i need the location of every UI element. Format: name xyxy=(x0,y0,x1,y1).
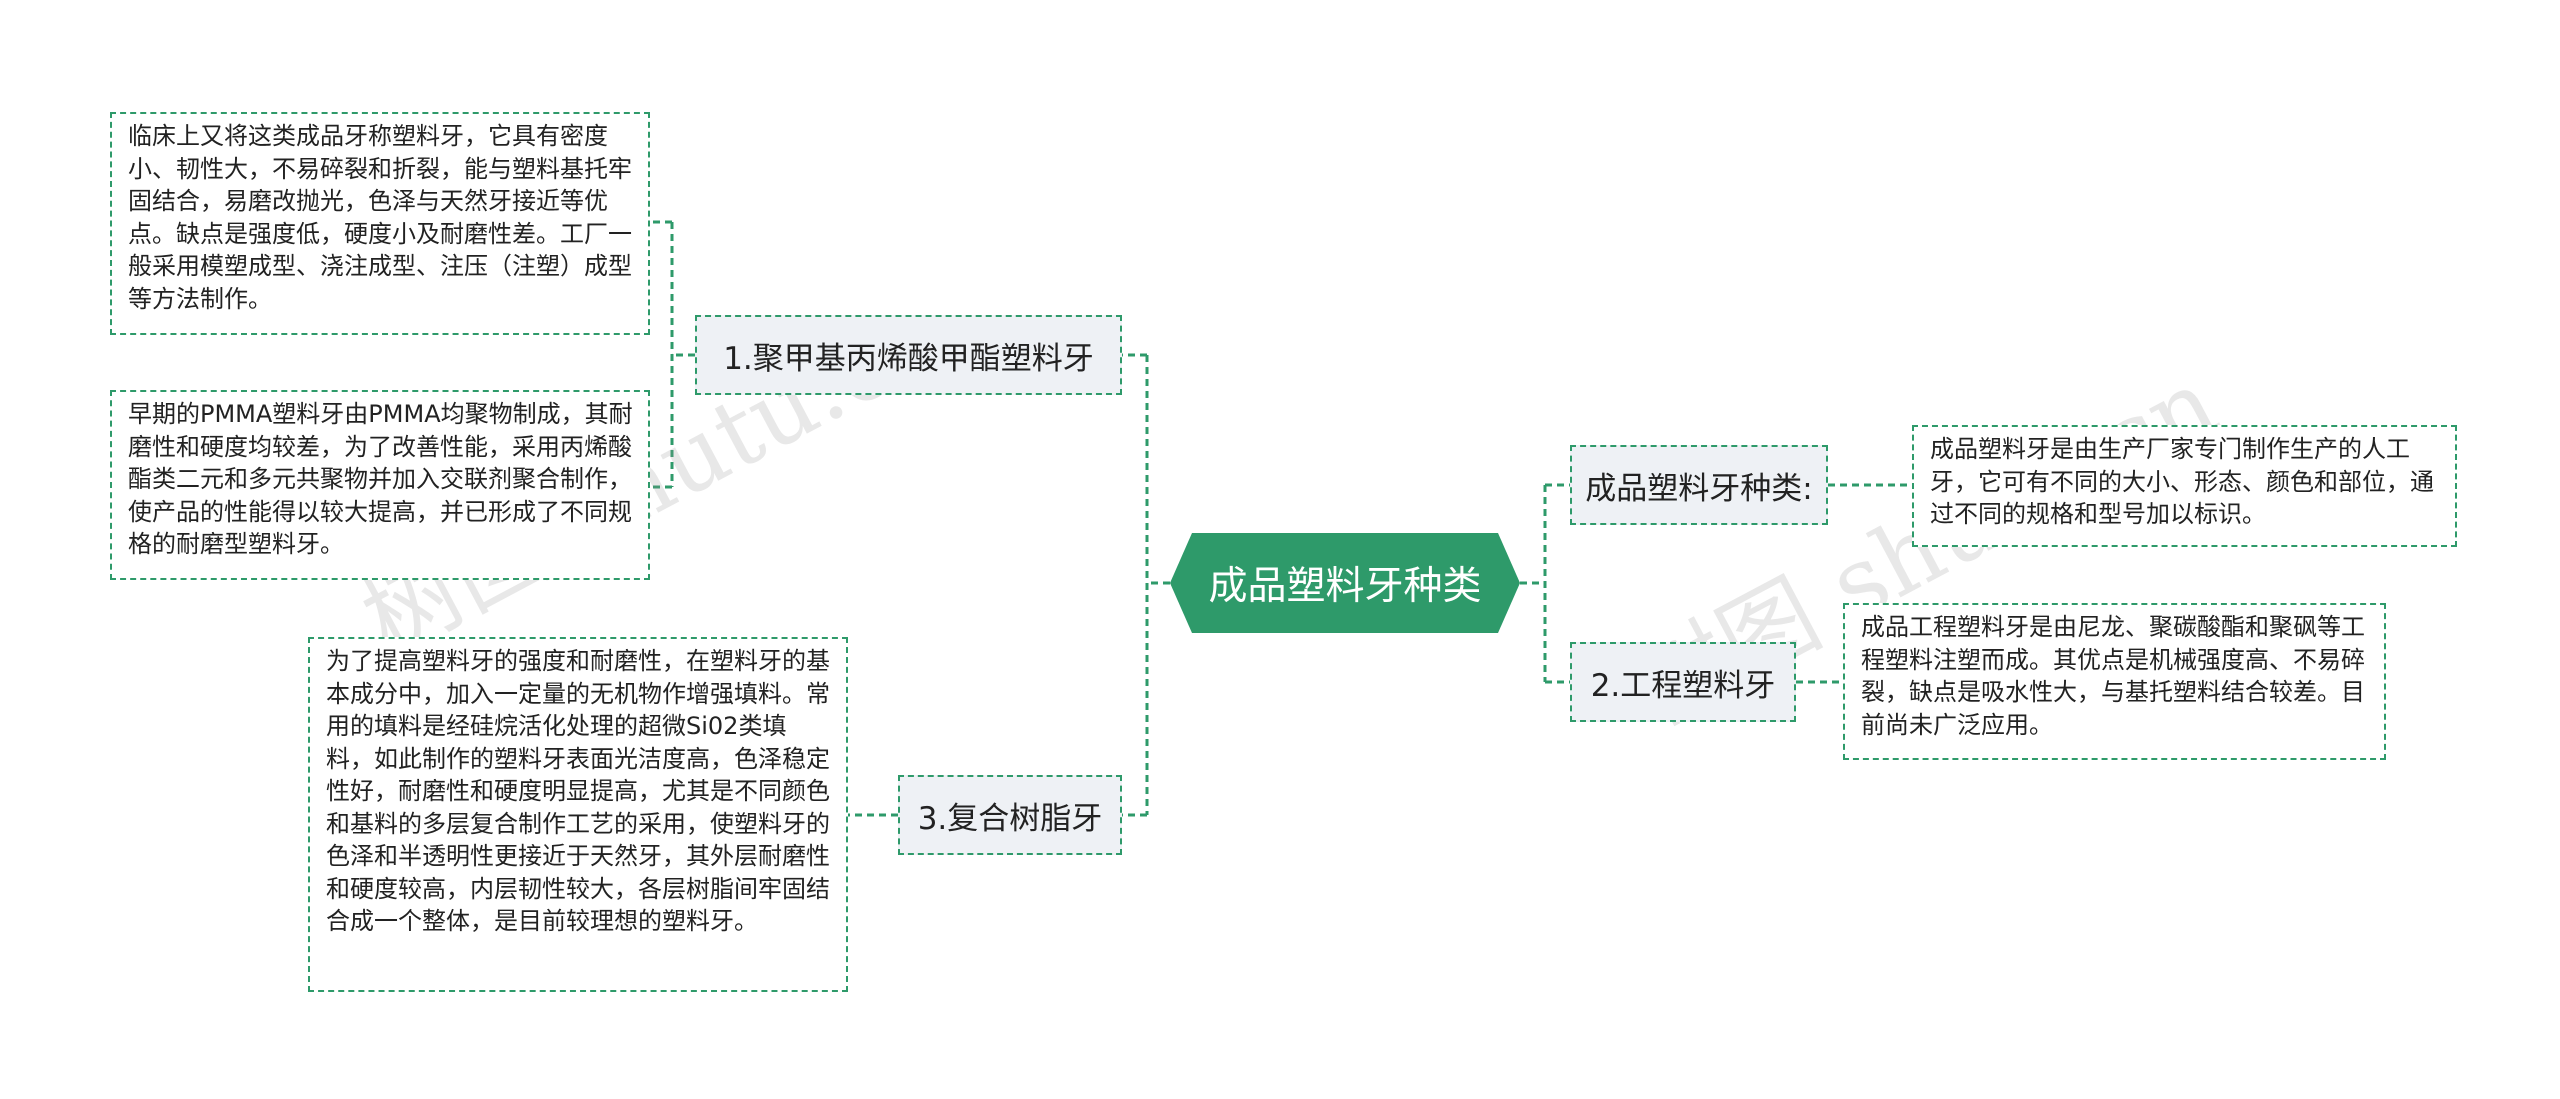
note-pmma-early-text: 早期的PMMA塑料牙由PMMA均聚物制成，其耐磨性和硬度均较差，为了改善性能，采… xyxy=(128,400,633,558)
branch-pmma-label: 1.聚甲基丙烯酸甲酯塑料牙 xyxy=(723,340,1094,377)
note-composite-text: 为了提高塑料牙的强度和耐磨性，在塑料牙的基本成分中，加入一定量的无机物作增强填料… xyxy=(326,647,830,935)
branch-engineering[interactable]: 2.工程塑料牙 xyxy=(1570,642,1796,722)
root-label: 成品塑料牙种类 xyxy=(1208,564,1482,609)
note-pmma-clinical: 临床上又将这类成品牙称塑料牙，它具有密度小、韧性大，不易碎裂和折裂，能与塑料基托… xyxy=(110,112,650,335)
branch-kinds[interactable]: 成品塑料牙种类: xyxy=(1570,445,1828,525)
note-kinds: 成品塑料牙是由生产厂家专门制作生产的人工牙，它可有不同的大小、形态、颜色和部位，… xyxy=(1912,425,2457,547)
root-node[interactable]: 成品塑料牙种类 xyxy=(1170,533,1520,633)
note-pmma-early: 早期的PMMA塑料牙由PMMA均聚物制成，其耐磨性和硬度均较差，为了改善性能，采… xyxy=(110,390,650,580)
link-pmma-notes xyxy=(650,220,695,489)
note-pmma-clinical-text: 临床上又将这类成品牙称塑料牙，它具有密度小、韧性大，不易碎裂和折裂，能与塑料基托… xyxy=(128,122,632,313)
branch-composite-label: 3.复合树脂牙 xyxy=(917,800,1103,837)
branch-engineering-label: 2.工程塑料牙 xyxy=(1590,667,1776,704)
root-shape xyxy=(1170,533,1520,633)
note-composite: 为了提高塑料牙的强度和耐磨性，在塑料牙的基本成分中，加入一定量的无机物作增强填料… xyxy=(308,637,848,992)
branch-composite[interactable]: 3.复合树脂牙 xyxy=(898,775,1122,855)
branch-pmma[interactable]: 1.聚甲基丙烯酸甲酯塑料牙 xyxy=(695,315,1122,395)
branch-kinds-label: 成品塑料牙种类: xyxy=(1585,470,1813,507)
note-kinds-text: 成品塑料牙是由生产厂家专门制作生产的人工牙，它可有不同的大小、形态、颜色和部位，… xyxy=(1930,435,2434,528)
note-engineering: 成品工程塑料牙是由尼龙、聚碳酸酯和聚砜等工程塑料注塑而成。其优点是机械强度高、不… xyxy=(1843,603,2386,760)
note-engineering-text: 成品工程塑料牙是由尼龙、聚碳酸酯和聚砜等工程塑料注塑而成。其优点是机械强度高、不… xyxy=(1861,613,2365,739)
